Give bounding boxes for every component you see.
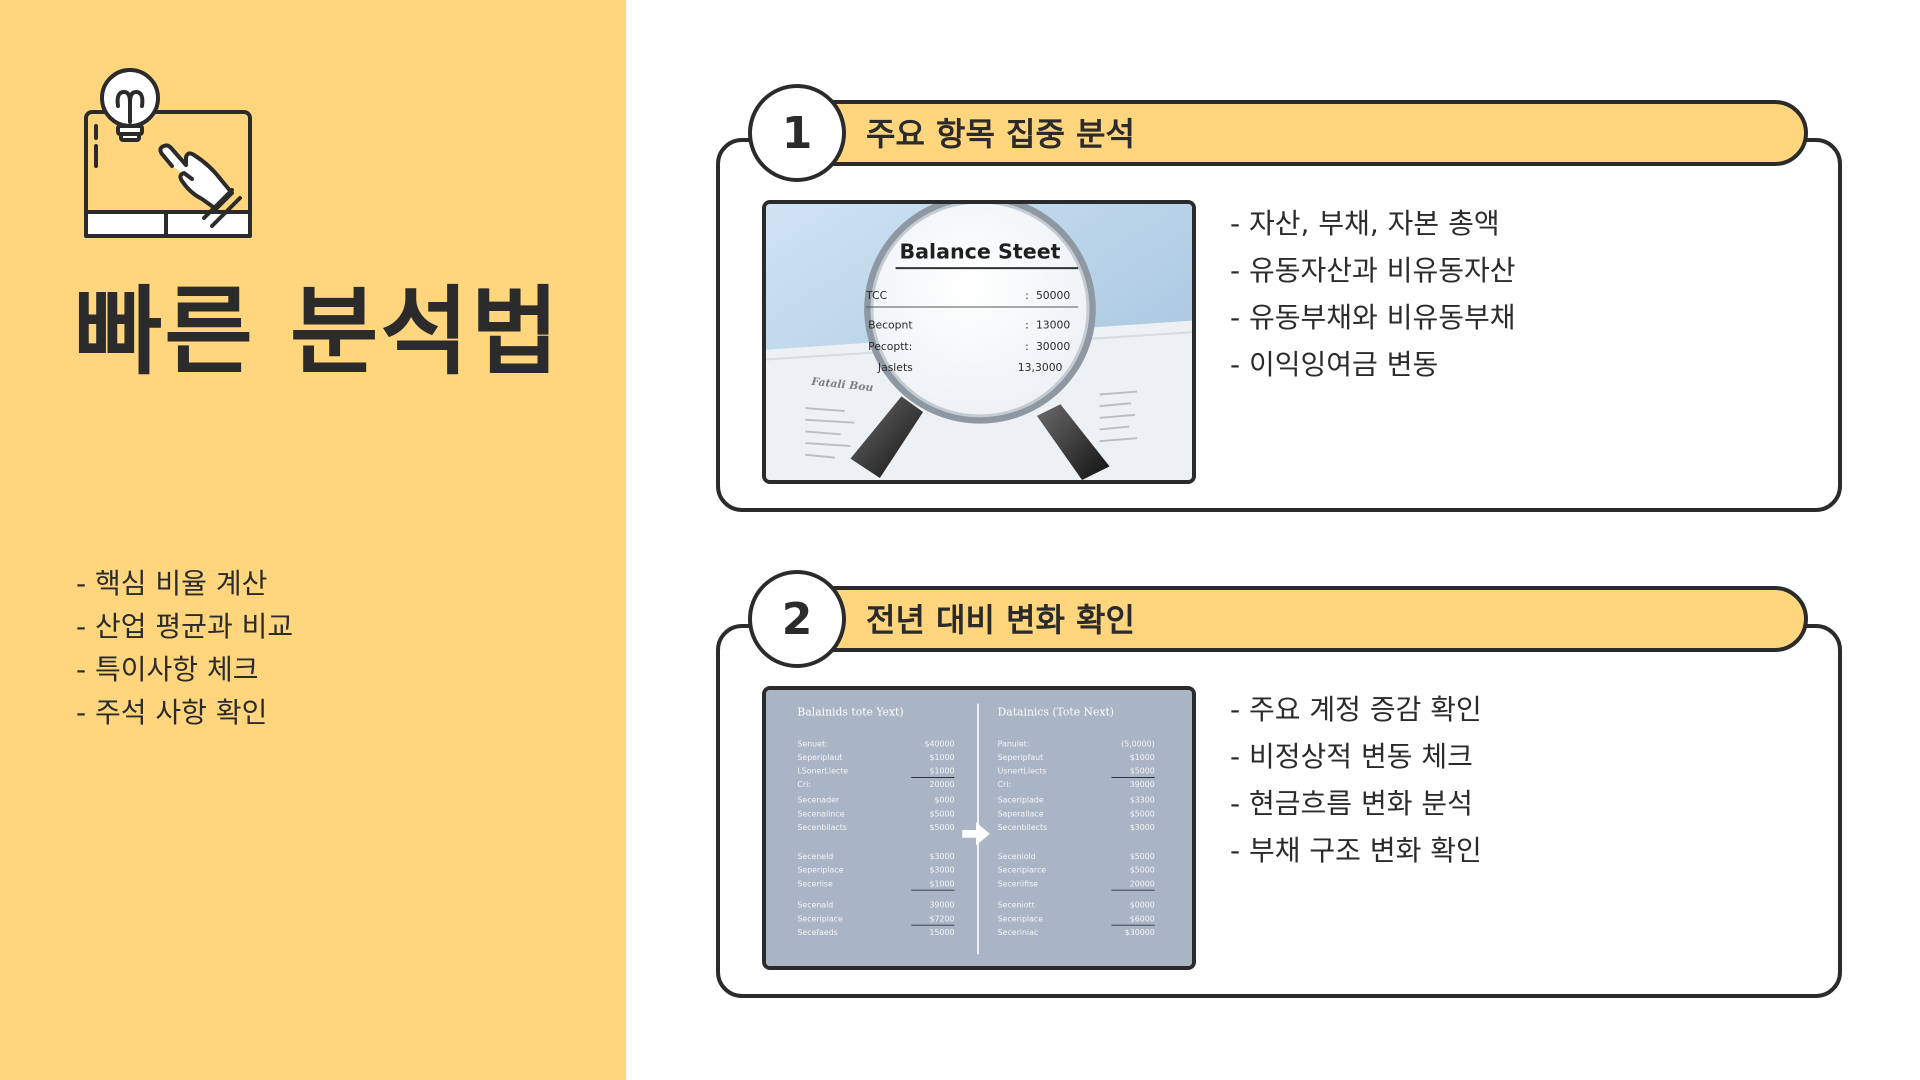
table-cell-label: Seceriplace <box>797 914 843 923</box>
section-points-list: - 주요 계정 증감 확인 - 비정상적 변동 체크 - 현금흐름 변화 분석 … <box>1230 686 1482 874</box>
list-item: - 산업 평균과 비교 <box>76 610 294 643</box>
table-cell-value: 15000 <box>930 928 955 937</box>
table-cell-value: (5,0000) <box>1121 739 1155 748</box>
section-card-1: 주요 항목 집중 분석 1 Fatali Bou <box>716 84 1842 512</box>
table-cell-value: $1000 <box>930 767 955 776</box>
table-cell-value: 39000 <box>930 901 955 910</box>
table-cell-label: Seceniold <box>998 852 1036 861</box>
table-cell-value: $1000 <box>930 753 955 762</box>
list-item: - 특이사항 체크 <box>76 653 259 686</box>
section-title: 전년 대비 변화 확인 <box>866 601 1135 639</box>
list-item: - 부채 구조 변화 확인 <box>1230 834 1482 867</box>
table-cell-label: Cri: <box>998 780 1012 789</box>
table-cell-value: $5000 <box>1130 767 1155 776</box>
table-cell-value: $40000 <box>925 739 955 748</box>
section-banner <box>796 586 1808 652</box>
table-cell-value: $5000 <box>930 823 955 832</box>
table-cell-label: Secefaeds <box>797 928 837 937</box>
table-cell-value: $5000 <box>1130 809 1155 818</box>
table-cell-value: $7200 <box>930 914 955 923</box>
table-cell-label: Seceniott <box>998 901 1035 910</box>
table-cell-label: Seceriplace <box>998 914 1044 923</box>
table-cell-label: Seperiplaut <box>797 753 842 762</box>
table-cell-label: Seceneld <box>797 852 833 861</box>
lightbulb-board-hand-icon <box>84 68 252 238</box>
section-banner <box>796 100 1808 166</box>
table-cell-value: $5000 <box>930 809 955 818</box>
table-cell-value: 20000 <box>1130 879 1155 888</box>
table-cell-label: Secenalince <box>797 809 844 818</box>
left-panel: 빠른 분석법 - 핵심 비율 계산 - 산업 평균과 비교 - 특이사항 체크 … <box>0 0 626 1080</box>
table-cell-label: Cri: <box>797 780 811 789</box>
row-label: TCC <box>865 289 887 302</box>
table-cell-label: Seceriplarce <box>998 866 1047 875</box>
summary-list: - 핵심 비율 계산 - 산업 평균과 비교 - 특이사항 체크 - 주석 사항… <box>76 562 293 734</box>
table-cell-label: Senuet: <box>797 739 827 748</box>
table-cell-value: $30000 <box>1125 928 1155 937</box>
row-value: 13000 <box>1036 318 1070 331</box>
section-points-list: - 자산, 부채, 자본 총액 - 유동자산과 비유동자산 - 유동부채와 비유… <box>1230 200 1516 388</box>
section-title: 주요 항목 집중 분석 <box>866 115 1135 153</box>
list-item: - 주요 계정 증감 확인 <box>1230 693 1482 726</box>
balance-sheet-magnifier-image: Fatali Bou Balance Steet TCC <box>762 200 1196 484</box>
year-comparison-image: Balainids tote Yext) Datainics (Tote Nex… <box>762 686 1196 970</box>
table-cell-value: $3000 <box>930 852 955 861</box>
image-heading: Balance Steet <box>899 240 1060 264</box>
row-value: 30000 <box>1036 340 1070 353</box>
row-label: Becopnt <box>868 318 912 331</box>
table-cell-value: $6000 <box>1130 914 1155 923</box>
table-cell-label: Seperiplace <box>797 866 843 875</box>
arrow-right-icon <box>962 822 990 846</box>
table-cell-label: Seperipfaut <box>998 753 1044 762</box>
list-item: - 자산, 부채, 자본 총액 <box>1230 207 1500 240</box>
table-cell-value: 39000 <box>1130 780 1155 789</box>
list-item: - 유동자산과 비유동자산 <box>1230 254 1516 287</box>
table-cell-label: Secenald <box>797 901 833 910</box>
list-item: - 현금흐름 변화 분석 <box>1230 787 1473 820</box>
row-value: 50000 <box>1036 289 1070 302</box>
row-value: 13,3000 <box>1018 361 1063 374</box>
list-item: - 유동부채와 비유동부채 <box>1230 301 1516 334</box>
section-card-2: 전년 대비 변화 확인 2 Balainids tote Yext) Datai… <box>716 570 1842 998</box>
row-label: Pecoptt: <box>868 340 912 353</box>
page-title: 빠른 분석법 <box>74 276 562 388</box>
list-item: - 주석 사항 확인 <box>76 696 268 729</box>
table-cell-value: $1000 <box>1130 753 1155 762</box>
table-cell-label: Secenbllects <box>998 823 1048 832</box>
left-table-heading: Balainids tote Yext) <box>797 705 903 718</box>
table-cell-value: $3300 <box>1130 796 1155 805</box>
table-cell-value: $000 <box>935 796 955 805</box>
row-label: Jaslets <box>877 361 913 374</box>
table-cell-label: Saperallace <box>998 809 1044 818</box>
table-cell-value: 20000 <box>930 780 955 789</box>
table-cell-label: Secenbilacts <box>797 823 846 832</box>
list-item: - 이익잉여금 변동 <box>1230 348 1439 381</box>
table-cell-label: Secenader <box>797 796 840 805</box>
table-cell-value: $3000 <box>930 866 955 875</box>
table-cell-label: Saceriplade <box>998 796 1044 805</box>
row-sep: : <box>1025 318 1029 331</box>
table-cell-label: LSonerLlecte <box>797 767 848 776</box>
section-number-badge: 1 <box>748 84 846 182</box>
right-table-heading: Datainics (Tote Next) <box>998 705 1114 718</box>
table-cell-label: Seceriise <box>797 879 833 888</box>
table-cell-value: $5000 <box>1130 852 1155 861</box>
table-cell-value: $0000 <box>1130 901 1155 910</box>
table-cell-label: Panulet: <box>998 739 1030 748</box>
table-cell-label: Seceriifise <box>998 879 1039 888</box>
table-cell-value: $5000 <box>1130 866 1155 875</box>
table-cell-value: $1000 <box>930 879 955 888</box>
table-cell-label: Seceriniac <box>998 928 1039 937</box>
list-item: - 핵심 비율 계산 <box>76 567 268 600</box>
section-number-badge: 2 <box>748 570 846 668</box>
row-sep: : <box>1025 289 1029 302</box>
table-cell-value: $3000 <box>1130 823 1155 832</box>
list-item: - 비정상적 변동 체크 <box>1230 740 1473 773</box>
row-sep: : <box>1025 340 1029 353</box>
table-cell-label: UsnertLlects <box>998 767 1047 776</box>
